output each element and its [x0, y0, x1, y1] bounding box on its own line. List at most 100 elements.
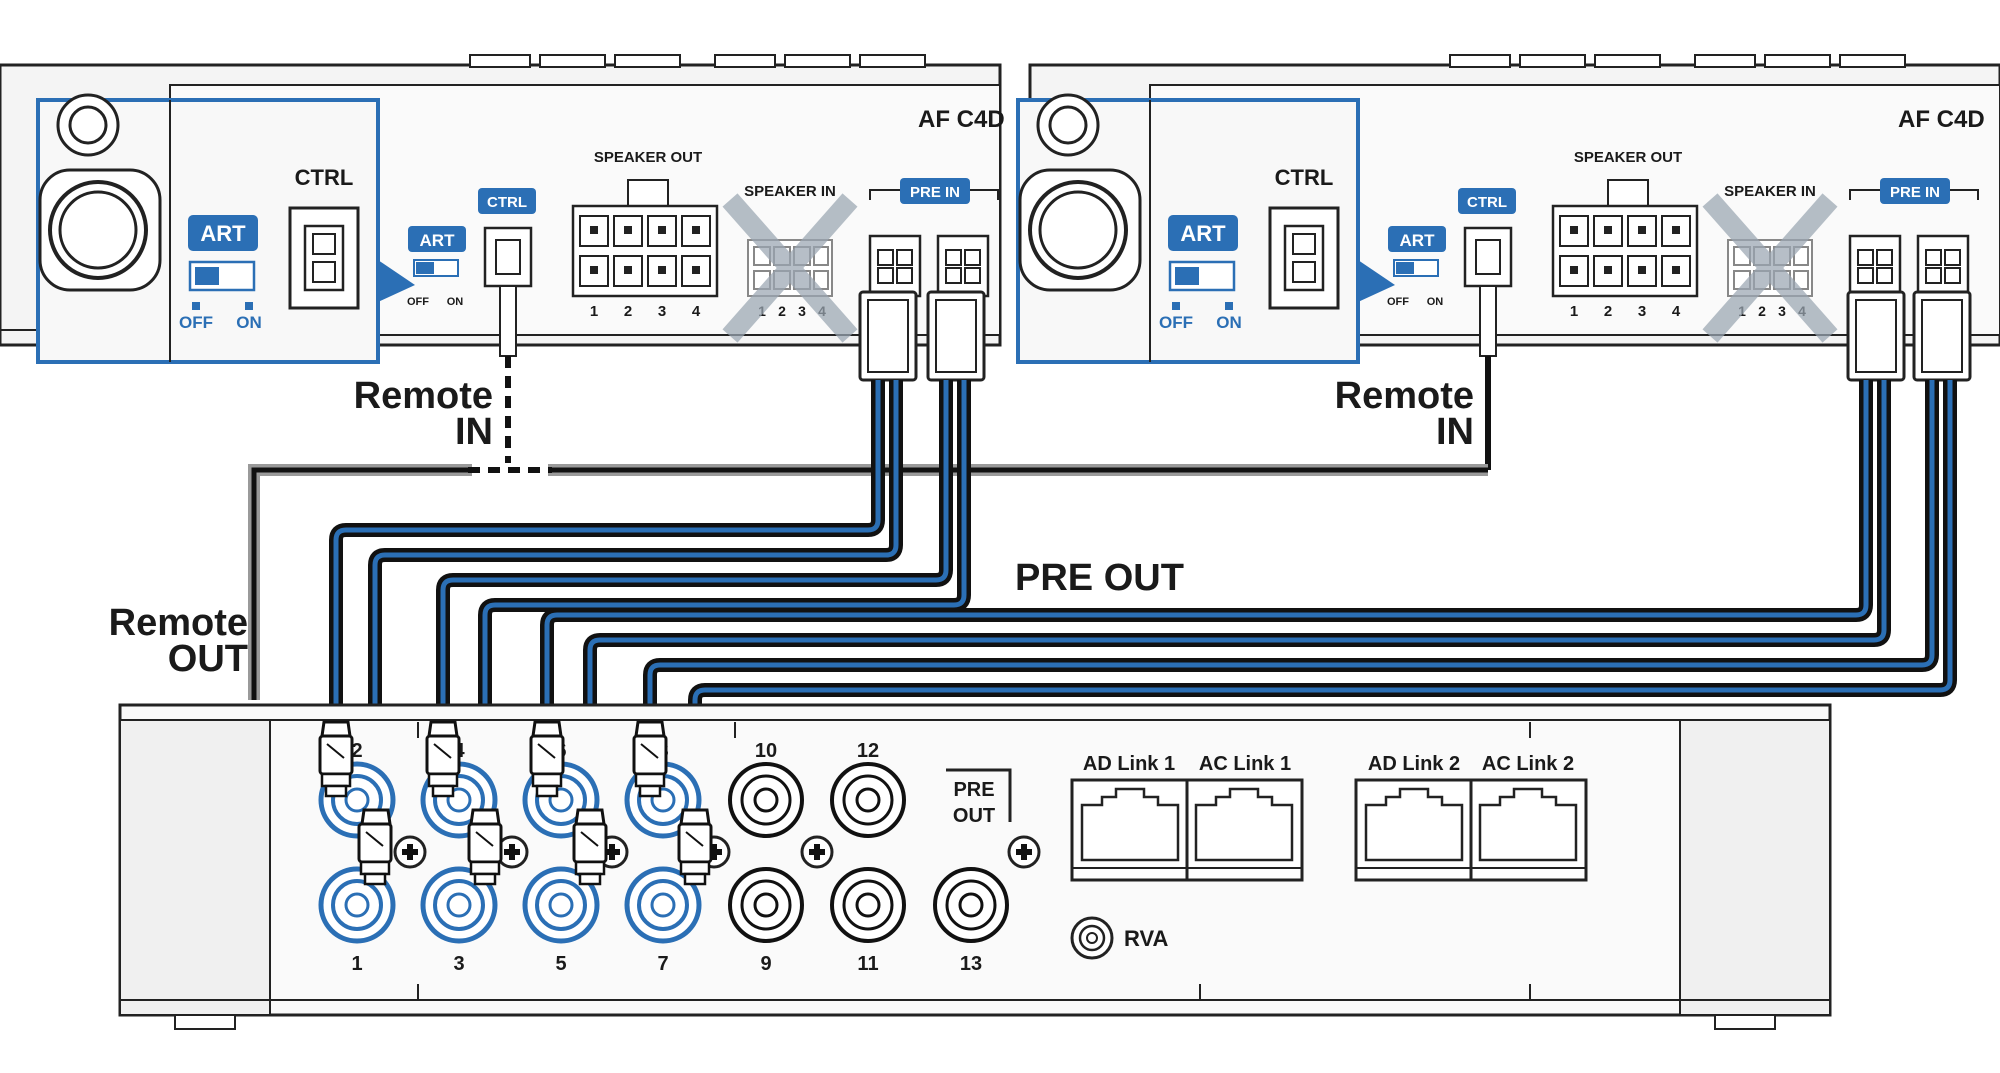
- rca-label-1: 1: [351, 953, 362, 975]
- amp1-art-off-label: OFF: [179, 313, 213, 332]
- rca-jack-3: [420, 866, 498, 944]
- amp2-speaker-in-cross-icon: [1702, 193, 1838, 343]
- amp2-ctrl-zoom-label: CTRL: [1275, 165, 1334, 190]
- amp1-pre-in-connector-a: [858, 234, 922, 382]
- amplifier-1: AF C4D CTRL ART OFF ON SPEAKER OUT 1 2 3…: [0, 54, 1005, 453]
- amp2-speaker-in-label: SPEAKER IN: [1724, 183, 1816, 200]
- rca-jack-10: [728, 762, 804, 838]
- amp2-art-badge-label: ART: [1400, 231, 1436, 250]
- rca-label-10: 10: [755, 740, 777, 762]
- rca-label-11: 11: [857, 953, 878, 975]
- ad-link-2-port: [1364, 787, 1464, 862]
- amp2-spk-out-pin-3: 3: [1638, 303, 1646, 320]
- rca-plugs: [318, 720, 713, 886]
- rca-jack-11: [830, 867, 906, 943]
- amp2-model-label: AF C4D: [1898, 106, 1985, 133]
- link-label-ac-2: AC Link 2: [1482, 753, 1574, 775]
- remote-out-line2: OUT: [168, 638, 248, 680]
- amp1-speaker-in-cross-icon: [722, 193, 858, 343]
- amp2-spk-out-pin-2: 2: [1604, 303, 1612, 320]
- rca-label-3: 3: [453, 953, 464, 975]
- amp2-pre-in-connector-b: [1912, 234, 1972, 382]
- amp2-small-on-label: ON: [1427, 296, 1444, 308]
- amp1-small-off-label: OFF: [407, 296, 429, 308]
- amp1-small-on-label: ON: [447, 296, 464, 308]
- amp2-ctrl-badge-label: CTRL: [1467, 194, 1507, 211]
- amp1-speaker-in-label: SPEAKER IN: [744, 183, 836, 200]
- rca-label-13: 13: [960, 953, 982, 975]
- rca-plug-1: [357, 808, 393, 886]
- amp2-art-badge-box: [1388, 226, 1446, 252]
- link-label-ac-1: AC Link 1: [1199, 753, 1291, 775]
- rca-plug-6: [529, 720, 565, 798]
- amplifier-2: AF C4D CTRL ART OFF ON SPEAKER OUT 1 2 3…: [1016, 54, 2000, 453]
- amp2-remote-in-line1: Remote: [1335, 375, 1474, 417]
- amp1-ctrl-badge-label: CTRL: [487, 194, 527, 211]
- amp1-spk-out-pin-4: 4: [692, 303, 701, 320]
- rca-label-9: 9: [760, 953, 771, 975]
- amp2-speaker-out-label: SPEAKER OUT: [1574, 149, 1682, 166]
- amp1-spk-in-pin-3: 3: [798, 303, 806, 319]
- amp1-art-badge-label: ART: [420, 231, 456, 250]
- rca-label-7: 7: [657, 953, 668, 975]
- amp2-small-off-label: OFF: [1387, 296, 1409, 308]
- amp1-pre-in-label: PRE IN: [910, 184, 960, 201]
- rca-label-2: 2: [351, 740, 362, 762]
- rca-label-12: 12: [857, 740, 879, 762]
- amp2-ctrl-badge-box: [1458, 188, 1516, 214]
- link-port-group-1: [1070, 778, 1304, 882]
- pre-out-wiring-label: PRE OUT: [1015, 557, 1184, 599]
- amp1-art-zoom-badge-box: [188, 215, 258, 251]
- rca-plug-5: [572, 808, 608, 886]
- amp1-model-label: AF C4D: [918, 106, 1005, 133]
- amp1-remote-in-line1: Remote: [354, 375, 493, 417]
- processor-pre-out-line2: OUT: [953, 805, 995, 827]
- rca-plug-4: [425, 720, 461, 798]
- rca-jack-7: [624, 866, 702, 944]
- rca-jack-1: [318, 866, 396, 944]
- link-port-group-2: [1354, 778, 1588, 882]
- amp1-ctrl-badge-box: [478, 188, 536, 214]
- pre-out-cables: [329, 380, 1957, 810]
- amp1-pre-in-badge-box: [900, 178, 970, 204]
- amp2-pre-in-connector-a: [1846, 234, 1906, 382]
- rca-jack-9: [728, 867, 804, 943]
- ac-link-2-port: [1478, 787, 1578, 862]
- rva-jack: [1070, 916, 1114, 960]
- link-label-ad-2: AD Link 2: [1368, 753, 1460, 775]
- processor-pre-out-line1: PRE: [953, 779, 994, 801]
- amp1-art-badge-box: [408, 226, 466, 252]
- amp2-spk-out-pin-4: 4: [1672, 303, 1681, 320]
- amp1-speaker-out-label: SPEAKER OUT: [594, 149, 702, 166]
- rca-jack-12: [830, 762, 906, 838]
- amp2-spk-in-pin-3: 3: [1778, 303, 1786, 319]
- ac-link-1-port: [1194, 787, 1294, 862]
- amp2-spk-in-pin-2: 2: [1758, 303, 1766, 319]
- rca-label-5: 5: [555, 953, 566, 975]
- amp1-spk-out-pin-2: 2: [624, 303, 632, 320]
- amp2-pre-in-badge-box: [1880, 178, 1950, 204]
- rca-plug-3: [467, 808, 503, 886]
- amp2-art-on-label: ON: [1216, 313, 1242, 332]
- rva-label: RVA: [1124, 926, 1169, 951]
- amp1-spk-out-pin-3: 3: [658, 303, 666, 320]
- amp2-art-zoom-badge-box: [1168, 215, 1238, 251]
- amp2-pre-in-label: PRE IN: [1890, 184, 1940, 201]
- amp2-spk-out-pin-1: 1: [1570, 303, 1578, 320]
- amp2-art-zoom-badge-label: ART: [1180, 221, 1226, 246]
- remote-out-line1: Remote: [109, 602, 248, 644]
- amp1-pre-in-connector-b: [926, 234, 990, 382]
- amp1-ctrl-zoom-label: CTRL: [295, 165, 354, 190]
- rca-plug-7: [677, 808, 713, 886]
- link-label-ad-1: AD Link 1: [1083, 753, 1175, 775]
- remote-wiring: [248, 356, 1491, 700]
- amp1-spk-out-pin-1: 1: [590, 303, 598, 320]
- rca-jack-13: [933, 867, 1009, 943]
- amp1-remote-in-line2: IN: [455, 411, 493, 453]
- amp2-art-off-label: OFF: [1159, 313, 1193, 332]
- amp2-remote-in-line2: IN: [1436, 411, 1474, 453]
- ad-link-1-port: [1080, 787, 1180, 862]
- rca-plug-8: [632, 720, 668, 798]
- rca-plug-2: [318, 720, 354, 798]
